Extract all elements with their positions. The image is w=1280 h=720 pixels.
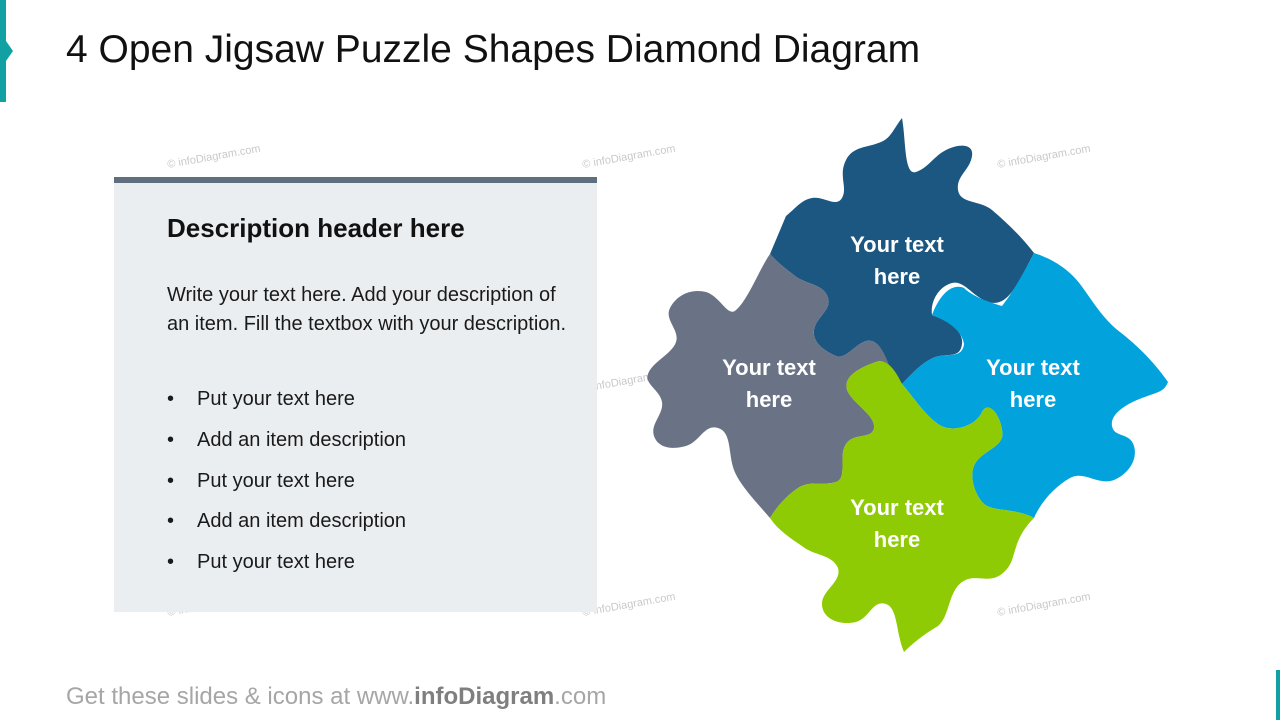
bullet-text: Add an item description	[197, 510, 407, 533]
puzzle-piece-right[interactable]	[902, 253, 1168, 518]
puzzle-piece-top[interactable]	[770, 118, 1034, 384]
description-panel: Description header here Write your text …	[114, 177, 597, 612]
bullet-dot-icon: •	[167, 428, 175, 451]
piece-top-label: here	[874, 264, 920, 289]
bullet-dot-icon: •	[167, 551, 175, 573]
puzzle-piece-left[interactable]	[647, 254, 902, 518]
piece-right-label: Your text	[986, 355, 1080, 380]
bullet-item: • Put your text here	[167, 468, 406, 509]
corner-mark	[1276, 670, 1280, 720]
description-body: Write your text here. Add your descripti…	[167, 284, 567, 335]
bullet-dot-icon: •	[167, 510, 175, 533]
piece-left-label: here	[746, 387, 792, 412]
piece-top-label: Your text	[850, 232, 944, 257]
footer: Get these slides & icons at www.infoDiag…	[66, 683, 606, 711]
piece-left-label: Your text	[722, 355, 816, 380]
bullet-text: Put your text here	[197, 469, 355, 492]
accent-tab	[6, 41, 13, 61]
bullet-dot-icon: •	[167, 469, 175, 492]
bullet-item: • Add an item description	[167, 508, 406, 549]
slide-title: 4 Open Jigsaw Puzzle Shapes Diamond Diag…	[66, 28, 921, 71]
bullet-list: • Put your text here • Add an item descrip…	[167, 386, 406, 590]
bullet-text: Put your text here	[197, 551, 355, 573]
piece-bottom-label: Your text	[850, 495, 944, 520]
puzzle-diagram: Your text here Your text here Your text …	[647, 118, 1168, 652]
puzzle-piece-bottom[interactable]	[770, 361, 1034, 652]
bullet-text: Put your text here	[197, 388, 355, 410]
piece-right-label: here	[1010, 387, 1056, 412]
footer-brand[interactable]: infoDiagram	[414, 683, 555, 710]
bullet-item: • Put your text here	[167, 549, 406, 590]
footer-prefix: Get these slides & icons at www.	[66, 683, 415, 710]
bullet-text: Add an item description	[197, 428, 407, 451]
watermark: © infoDiagram.com	[166, 143, 261, 171]
footer-suffix: .com	[554, 683, 607, 710]
description-header: Description header here	[167, 213, 465, 243]
bullet-item: • Put your text here	[167, 386, 406, 427]
bullet-dot-icon: •	[167, 388, 175, 410]
accent-bar	[0, 0, 6, 102]
bullet-item: • Add an item description	[167, 427, 406, 468]
piece-bottom-label: here	[874, 527, 920, 552]
